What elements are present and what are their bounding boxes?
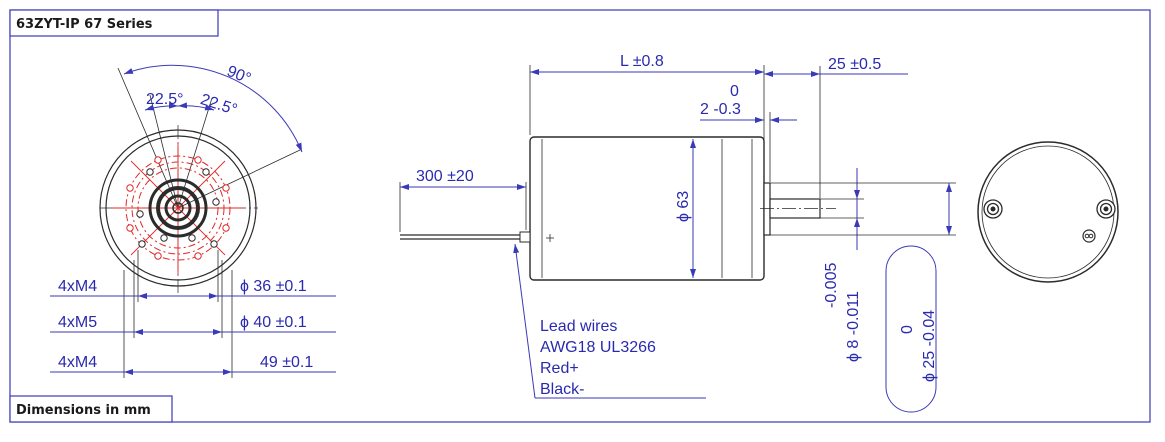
body-diameter-label: ϕ 63 [675,191,692,222]
diameter-label-2: ϕ 40 ±0.1 [240,314,307,331]
units-tag: Dimensions in mm [9,395,173,423]
boss-diameter-callout [885,245,937,413]
lead-wire-label-1: Lead wires [540,318,617,335]
thread-label-2: 4xM5 [58,314,97,331]
lead-wire-label-2: AWG18 UL3266 [540,339,656,356]
angle-right-label: 22.5° [198,91,239,119]
rear-screw-left [983,199,1003,219]
angle-left-label: 22.5° [146,91,184,108]
drawing-frame [9,9,1151,423]
shaft-tol-upper: -0.005 [823,263,840,308]
side-view: L ±0.8 25 ±0.5 0 2 -0.3 300 ±20 ϕ 63 -0.… [399,53,956,413]
units-note: Dimensions in mm [16,403,151,418]
boss-dia-tol-upper: 0 [899,325,916,334]
shaft-length-label: 25 ±0.5 [828,56,881,73]
diameter-label-1: ϕ 36 ±0.1 [240,278,307,295]
wire-length-label: 300 ±20 [416,168,474,185]
rear-cover [977,141,1119,283]
angle-arc-90 [123,64,303,153]
motor-body [529,136,765,281]
thread-label-1: 4xM4 [58,278,97,295]
boss-tol-upper: 0 [730,83,739,100]
shaft-hub [148,178,208,238]
shaft-diameter-label: ϕ 8 -0.011 [845,291,862,362]
front-boss [763,182,771,236]
boss-diameter-label: ϕ 25 -0.04 [921,310,938,382]
boss-tol-lower: 2 -0.3 [700,101,741,118]
front-view: 90° 22.5° 22.5° 4xM4 ϕ 36 ±0.1 4xM5 ϕ 40… [50,63,336,378]
lead-wire-label-3: Red+ [540,360,579,377]
thread-label-3: 4xM4 [58,354,97,371]
rear-screw-right [1096,199,1116,219]
series-title: 63ZYT-IP 67 Series [16,17,153,32]
series-title-tag: 63ZYT-IP 67 Series [9,9,219,37]
lead-wire-label-4: Black- [540,381,584,398]
angle-total-label: 90° [224,63,253,88]
rear-wire-exit [1082,229,1096,243]
mounting-holes [126,156,230,260]
length-label: L ±0.8 [620,53,664,70]
rear-view [977,141,1119,283]
diameter-label-3: 49 ±0.1 [260,354,313,371]
